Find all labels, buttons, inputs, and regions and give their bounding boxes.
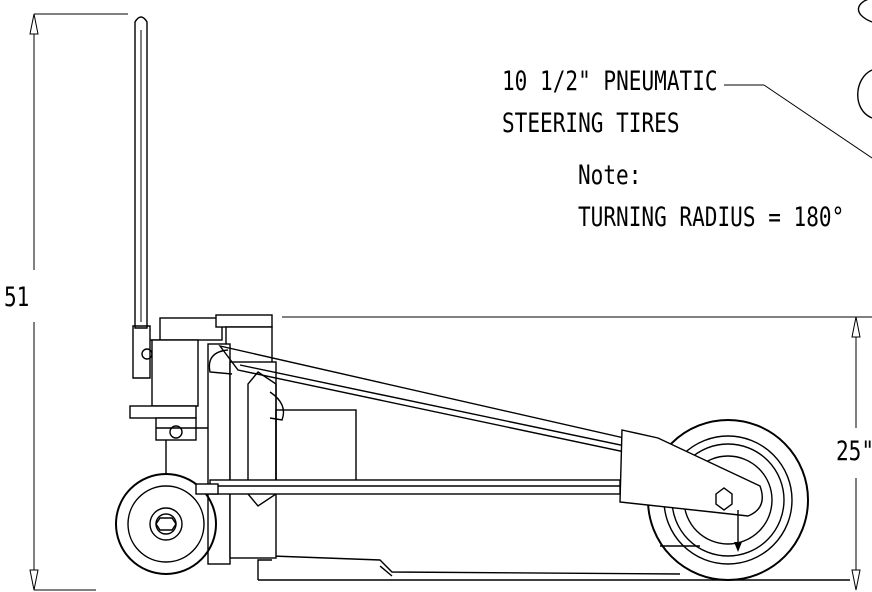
base-plate — [257, 555, 850, 581]
lift-arm — [208, 344, 673, 463]
dimension-arrow-down — [29, 569, 39, 591]
note-heading: Note: — [578, 160, 642, 191]
tire-callout-line2: STEERING TIRES — [502, 108, 680, 139]
dimension-arrow-down — [851, 569, 861, 591]
tire-callout-line1: 10 1/2" PNEUMATIC — [502, 66, 718, 97]
overall-height-dimension — [29, 13, 128, 591]
top-view-steering-tires — [857, 0, 872, 119]
tire-callout-leader — [724, 84, 872, 159]
dimension-arrow-up — [29, 13, 39, 35]
overall-height-label: 51 — [4, 282, 30, 313]
front-load-wheel — [115, 440, 219, 575]
body-height-label: 25" — [836, 436, 872, 467]
hydraulic-pump-unit — [129, 314, 273, 441]
rear-steering-wheel — [619, 419, 809, 581]
handle — [132, 16, 162, 379]
body-height-dimension — [282, 316, 872, 591]
dimension-arrow-up — [851, 316, 861, 338]
turning-radius-note: TURNING RADIUS = 180° — [578, 202, 845, 233]
